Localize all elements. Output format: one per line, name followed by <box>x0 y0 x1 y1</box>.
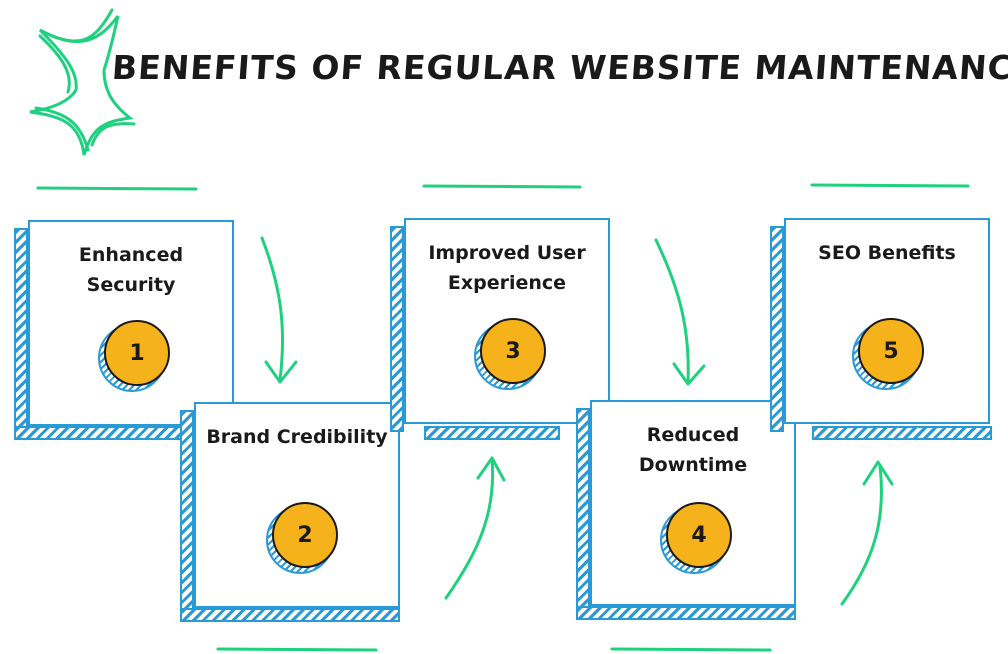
card-hatch-shadow <box>576 606 796 620</box>
arrow-up-icon <box>840 460 894 606</box>
step-number-badge: 1 <box>98 320 174 396</box>
step-card-4: Reduced Downtime 4 <box>576 400 796 620</box>
card-hatch-shadow <box>390 226 404 432</box>
step-label: Brand Credibility <box>206 426 388 448</box>
step-number-badge: 4 <box>660 502 736 578</box>
step-label: Enhanced Security <box>78 244 184 296</box>
connector-stub-2 <box>812 426 992 440</box>
arrow-down-icon <box>260 236 298 384</box>
card-hatch-shadow <box>770 226 784 432</box>
step-card-3: Improved User Experience 3 <box>390 218 610 432</box>
sparkle-icon <box>29 8 136 156</box>
step-label: Improved User Experience <box>428 242 586 294</box>
connector-stub-1 <box>424 426 560 440</box>
bottom-underline-strokes <box>216 647 772 652</box>
step-card-5: SEO Benefits 5 <box>770 218 990 432</box>
step-number-badge: 2 <box>266 502 342 578</box>
card-hatch-shadow <box>180 608 400 622</box>
step-number-badge: 5 <box>852 318 928 394</box>
step-number-badge: 3 <box>474 318 550 394</box>
step-card-2: Brand Credibility 2 <box>180 402 400 622</box>
step-card-1: Enhanced Security 1 <box>14 220 234 440</box>
top-underline-strokes <box>36 183 970 191</box>
arrow-up-icon <box>444 456 506 600</box>
arrow-down-icon <box>654 238 706 386</box>
step-label: SEO Benefits <box>818 242 956 264</box>
step-label: Reduced Downtime <box>638 424 748 476</box>
